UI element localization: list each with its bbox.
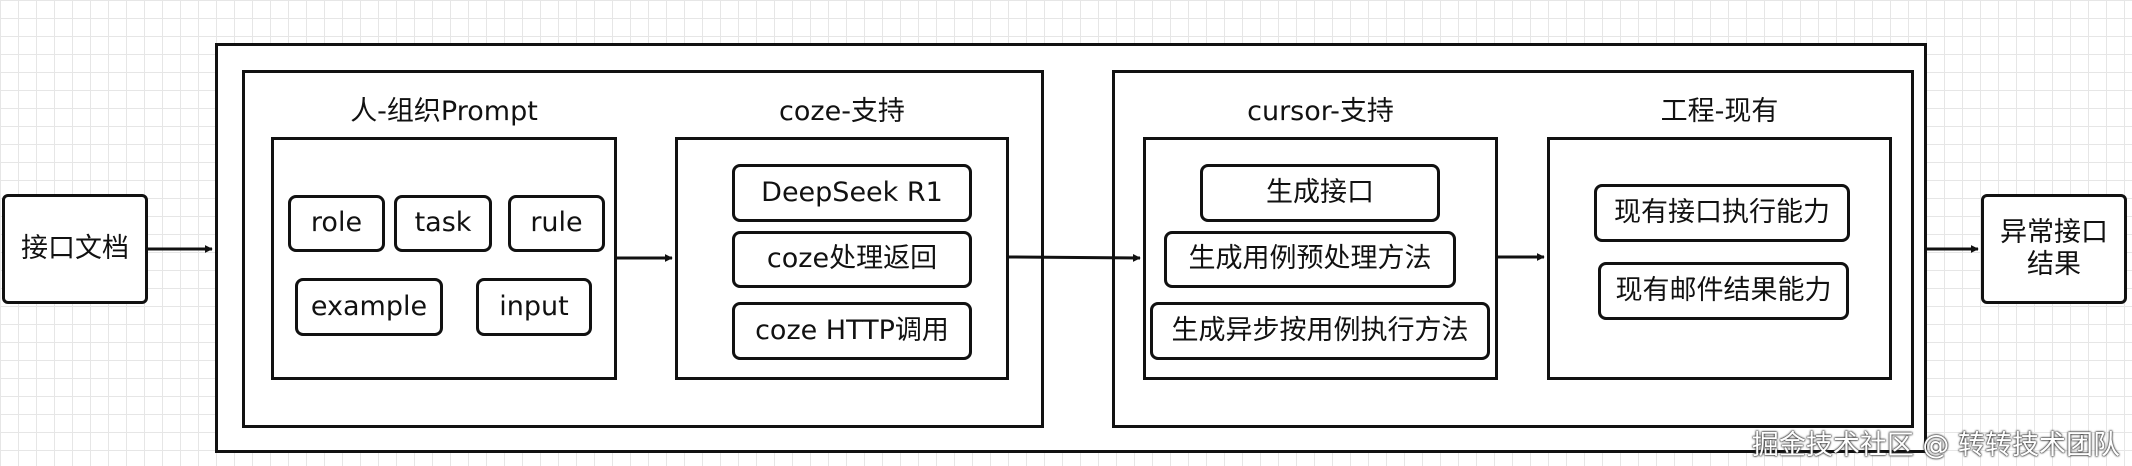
prompt-item-input: input [476,278,592,336]
cursor-item-async-exec: 生成异步按用例执行方法 [1150,302,1490,360]
cursor-item-generate-api: 生成接口 [1200,164,1440,222]
abnormal-result-line1: 异常接口 [2000,216,2108,248]
group-title-cursor: cursor-支持 [1247,96,1394,127]
prompt-item-example: example [295,278,443,336]
engineering-item-api-exec: 现有接口执行能力 [1594,184,1850,242]
coze-item-deepseek: DeepSeek R1 [732,164,972,222]
coze-item-http-call: coze HTTP调用 [732,302,972,360]
watermark: 掘金技术社区 @ 转转技术团队 [1751,430,2120,461]
cursor-item-preprocess: 生成用例预处理方法 [1164,231,1456,288]
node-api-doc: 接口文档 [2,194,148,304]
prompt-item-role: role [288,195,385,252]
group-box-prompt [271,137,617,380]
arrow-coze-to-cursor [1008,253,1141,262]
engineering-item-mail-result: 现有邮件结果能力 [1598,262,1849,320]
node-abnormal-result: 异常接口 结果 [1981,194,2127,304]
group-box-engineering [1547,137,1892,380]
prompt-item-task: task [394,195,492,252]
coze-item-process-return: coze处理返回 [732,231,972,288]
group-title-prompt: 人-组织Prompt [350,96,538,127]
group-title-engineering: 工程-现有 [1660,96,1779,127]
abnormal-result-line2: 结果 [2027,249,2081,280]
prompt-item-rule: rule [508,195,605,252]
group-title-coze: coze-支持 [779,96,905,127]
